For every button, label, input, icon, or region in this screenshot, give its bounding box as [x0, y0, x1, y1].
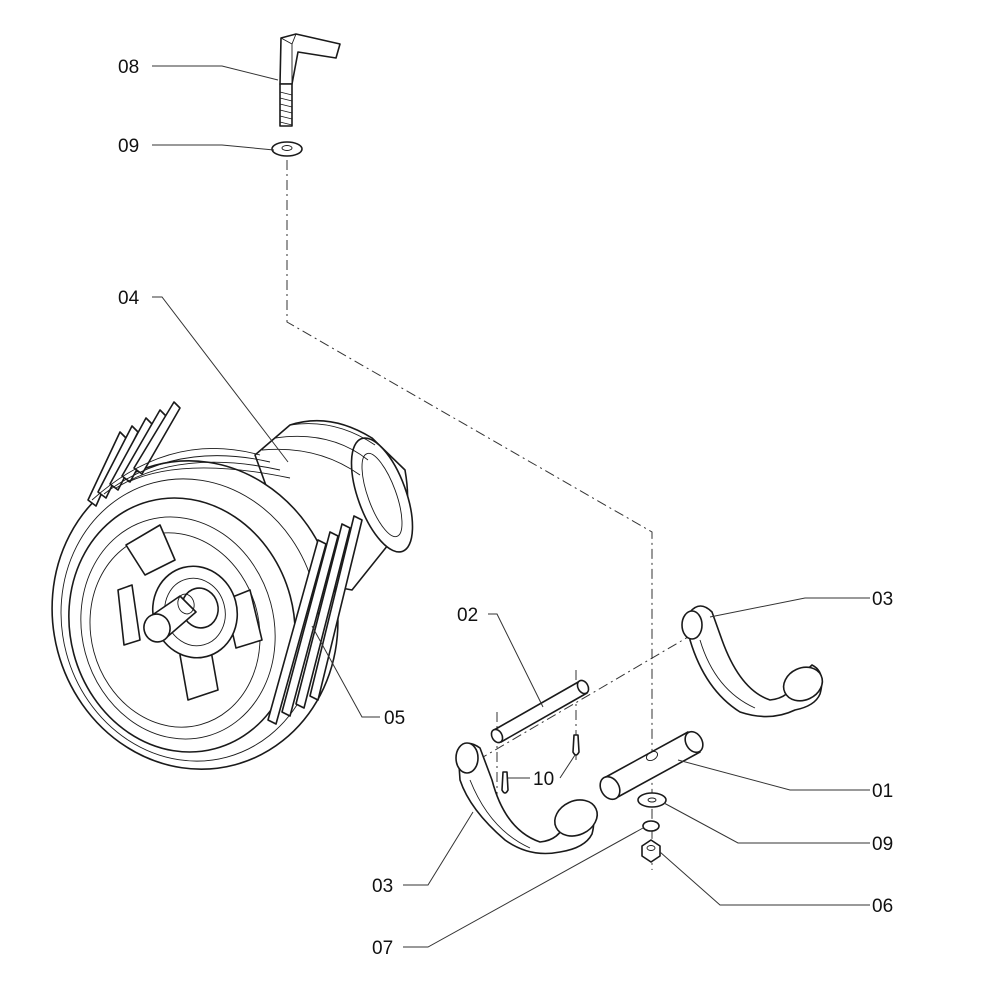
- part-08-t-handle-bolt: [279, 33, 341, 127]
- part-09-washer-bottom: [637, 792, 667, 808]
- leader-08: [152, 65, 279, 81]
- leader-05: [311, 625, 380, 718]
- label-01: 01: [872, 781, 893, 802]
- leader-02: [488, 613, 544, 708]
- leader-09-bottom: [663, 802, 870, 844]
- leader-06: [659, 851, 870, 906]
- label-09-bottom: 09: [872, 834, 893, 855]
- leader-03-right: [709, 597, 870, 618]
- label-10: 10: [533, 769, 554, 790]
- part-09-washer-top: [271, 141, 303, 157]
- part-04-pulley-sheave: [51, 460, 339, 770]
- label-03-right: 03: [872, 589, 893, 610]
- label-03-left: 03: [372, 876, 393, 897]
- leader-09-top: [152, 144, 275, 151]
- assembly-centerline: [286, 160, 653, 870]
- shaft-centerline: [477, 629, 701, 761]
- label-08: 08: [118, 57, 139, 78]
- leader-04: [152, 296, 289, 463]
- part-07-lock-washer: [642, 820, 660, 832]
- part-10-cotter-pins: [501, 734, 580, 794]
- leader-01: [677, 759, 870, 791]
- label-06: 06: [872, 896, 893, 917]
- part-01-tube-shaft: [599, 730, 704, 801]
- part-05-v-belts: [87, 401, 363, 725]
- part-02-pin: [490, 679, 590, 744]
- label-07: 07: [372, 938, 393, 959]
- part-06-hex-nut: [641, 839, 661, 863]
- leader-10: [508, 754, 576, 779]
- leader-07: [403, 827, 644, 948]
- label-05: 05: [384, 708, 405, 729]
- label-02: 02: [457, 605, 478, 626]
- part-03-strap-right: [681, 605, 824, 718]
- label-04: 04: [118, 288, 140, 309]
- label-09-top: 09: [118, 136, 139, 157]
- leader-03-left: [403, 811, 474, 886]
- part-03-strap-left: [455, 742, 598, 855]
